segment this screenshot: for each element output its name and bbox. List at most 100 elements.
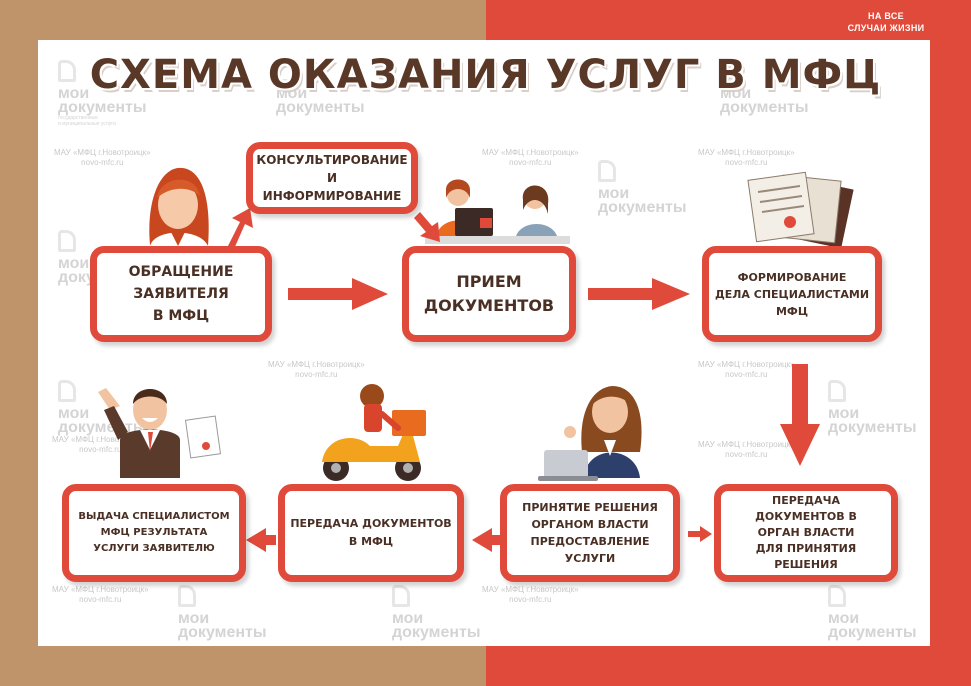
watermark-site: novo-mfc.ru [295, 370, 338, 379]
watermark-mark-icon [720, 60, 738, 82]
step-forming-line-3: МФЦ [775, 304, 809, 318]
step-consultation-line-1: КОНСУЛЬТИРОВАНИЕ [256, 153, 408, 167]
arrow-reception-to-forming [588, 278, 690, 310]
arrow-mfc-to-issue [246, 528, 276, 552]
watermark-mark-icon [58, 60, 76, 82]
watermark-caption: МАУ «МФЦ г.Новотроицк» novo-mfc.ru [482, 148, 579, 168]
arrow-consult-to-reception [414, 212, 440, 242]
brand-line-2: СЛУЧАИ ЖИЗНИ [847, 23, 925, 33]
watermark-caption: МАУ «МФЦ г.Новотроицк» novo-mfc.ru [698, 360, 795, 380]
watermark-logo: мои документы [720, 60, 809, 116]
watermark-logo: мои документы [598, 160, 687, 216]
watermark-site: novo-mfc.ru [509, 595, 552, 604]
step-reception-line-1: ПРИЕМ [456, 272, 522, 291]
watermark-caption: МАУ «МФЦ г.Новотроицк» novo-mfc.ru [698, 440, 795, 460]
watermark-caption: МАУ «МФЦ г.Новотроицк» novo-mfc.ru [482, 585, 579, 605]
watermark-logo-line2: документы [392, 624, 481, 641]
watermark-logo: мои документы [828, 585, 917, 641]
step-transfer-line-3: ОРГАН ВЛАСТИ [757, 526, 855, 539]
step-appeal-line-1: ОБРАЩЕНИЕ [128, 264, 234, 280]
watermark-logo: мои документы [178, 585, 267, 641]
watermark-mark-icon [598, 160, 616, 182]
watermark-logo-sub2: и муниципальные услуги [58, 121, 116, 127]
watermark-site: novo-mfc.ru [725, 158, 768, 167]
woman-laptop-icon [538, 386, 642, 481]
watermark-logo: мои документы [392, 585, 481, 641]
step-transfer-line-4: ДЛЯ ПРИНЯТИЯ РЕШЕНИЯ [755, 542, 857, 571]
arrow-appeal-to-reception [288, 278, 388, 310]
watermark-caption: МАУ «МФЦ г.Новотроицк» novo-mfc.ru [268, 360, 365, 380]
step-decision: ПРИНЯТИЕ РЕШЕНИЯ ОРГАНОМ ВЛАСТИ ПРЕДОСТА… [500, 484, 680, 582]
watermark-logo-line1: мои [58, 255, 90, 272]
watermark-site: novo-mfc.ru [725, 370, 768, 379]
step-transfer-to-authority: ПЕРЕДАЧА ДОКУМЕНТОВ В ОРГАН ВЛАСТИ ДЛЯ П… [714, 484, 898, 582]
step-transfer-line-2: ДОКУМЕНТОВ В [755, 510, 857, 523]
watermark-mark-icon [276, 60, 294, 82]
watermark-logo-line2: документы [276, 99, 365, 116]
watermark-caption: МАУ «МФЦ г.Новотроицк» novo-mfc.ru [52, 435, 149, 455]
watermark-mark-icon [58, 230, 76, 252]
watermark-logo-line1: мои [276, 85, 308, 102]
arrow-transfer-to-decision [688, 526, 712, 542]
step-decision-line-2: ОРГАНОМ ВЛАСТИ [531, 518, 649, 531]
step-issue-line-1: ВЫДАЧА СПЕЦИАЛИСТОМ [78, 511, 230, 522]
step-transfer-mfc-line-1: ПЕРЕДАЧА ДОКУМЕНТОВ [290, 517, 452, 530]
watermark-site: novo-mfc.ru [79, 445, 122, 454]
woman-applicant-icon [149, 167, 209, 246]
watermark-site: novo-mfc.ru [79, 595, 122, 604]
step-forming-line-1: ФОРМИРОВАНИЕ [737, 270, 847, 284]
arrow-forming-to-transfer [780, 364, 820, 466]
watermark-org: МАУ «МФЦ г.Новотроицк» [482, 585, 579, 594]
step-decision-line-4: УСЛУГИ [564, 552, 616, 565]
step-consultation: КОНСУЛЬТИРОВАНИЕ И ИНФОРМИРОВАНИЕ [246, 142, 418, 214]
watermark-mark-icon [828, 585, 846, 607]
watermark-logo-line2: документы [828, 419, 917, 436]
step-issue-line-2: МФЦ РЕЗУЛЬТАТА [100, 527, 208, 538]
arrow-appeal-to-consult [228, 208, 253, 249]
watermark-caption: МАУ «МФЦ г.Новотроицк» novo-mfc.ru [698, 148, 795, 168]
step-forming-line-2: ДЕЛА СПЕЦИАЛИСТАМИ [714, 287, 870, 301]
watermark-org: МАУ «МФЦ г.Новотроицк» [482, 148, 579, 157]
step-issue-line-3: УСЛУГИ ЗАЯВИТЕЛЮ [93, 543, 215, 554]
watermark-logo: мои документы [58, 380, 147, 436]
watermark-logo-sub1: государственные [58, 115, 98, 121]
watermark-logo-line1: мои [58, 85, 90, 102]
step-appeal-line-3: В МФЦ [152, 308, 210, 324]
courier-scooter-icon [322, 384, 426, 481]
watermark-mark-icon [58, 380, 76, 402]
step-decision-line-3: ПРЕДОСТАВЛЕНИЕ [530, 535, 650, 548]
watermark-org: МАУ «МФЦ г.Новотроицк» [698, 440, 795, 449]
watermark-logo-line2: документы [720, 99, 809, 116]
watermark-org: МАУ «МФЦ г.Новотроицк» [698, 148, 795, 157]
watermark-org: МАУ «МФЦ г.Новотроицк» [698, 360, 795, 369]
watermark-mark-icon [392, 585, 410, 607]
watermark-org: МАУ «МФЦ г.Новотроицк» [54, 148, 151, 157]
page-title: СХЕМА ОКАЗАНИЯ УСЛУГ В МФЦ [89, 52, 882, 98]
step-transfer-mfc-line-2: В МФЦ [348, 535, 394, 548]
watermark-logo-line2: документы [58, 99, 147, 116]
watermark-site: novo-mfc.ru [509, 158, 552, 167]
step-appeal: ОБРАЩЕНИЕ ЗАЯВИТЕЛЯ В МФЦ [90, 246, 272, 342]
watermark-org: МАУ «МФЦ г.Новотроицк» [52, 435, 149, 444]
consultation-meeting-icon [425, 179, 570, 244]
step-reception-line-2: ДОКУМЕНТОВ [423, 296, 555, 315]
watermark-logo-line1: мои [720, 85, 752, 102]
watermark-logo-line1: мои [828, 610, 860, 627]
watermark-logo-line1: мои [58, 405, 90, 422]
step-forming: ФОРМИРОВАНИЕ ДЕЛА СПЕЦИАЛИСТАМИ МФЦ [702, 246, 882, 342]
step-appeal-line-2: ЗАЯВИТЕЛЯ [133, 286, 229, 302]
watermark-org: МАУ «МФЦ г.Новотроицк» [52, 585, 149, 594]
watermark-caption: МАУ «МФЦ г.Новотроицк» novo-mfc.ru [52, 585, 149, 605]
watermark-logo-line2: документы [598, 199, 687, 216]
documents-stack-icon [747, 171, 854, 249]
brand-slogan: НА ВСЕ СЛУЧАИ ЖИЗНИ [831, 10, 941, 34]
step-transfer-to-mfc: ПЕРЕДАЧА ДОКУМЕНТОВ В МФЦ [278, 484, 464, 582]
watermark-logo-line1: мои [178, 610, 210, 627]
watermark-caption: МАУ «МФЦ г.Новотроицк» novo-mfc.ru [54, 148, 151, 168]
step-decision-line-1: ПРИНЯТИЕ РЕШЕНИЯ [522, 501, 658, 514]
watermark-logo-line1: мои [392, 610, 424, 627]
watermark-logo: мои документы государственные и муниципа… [58, 60, 147, 127]
watermark-logo-line2: документы [178, 624, 267, 641]
step-transfer-line-1: ПЕРЕДАЧА [771, 494, 840, 507]
